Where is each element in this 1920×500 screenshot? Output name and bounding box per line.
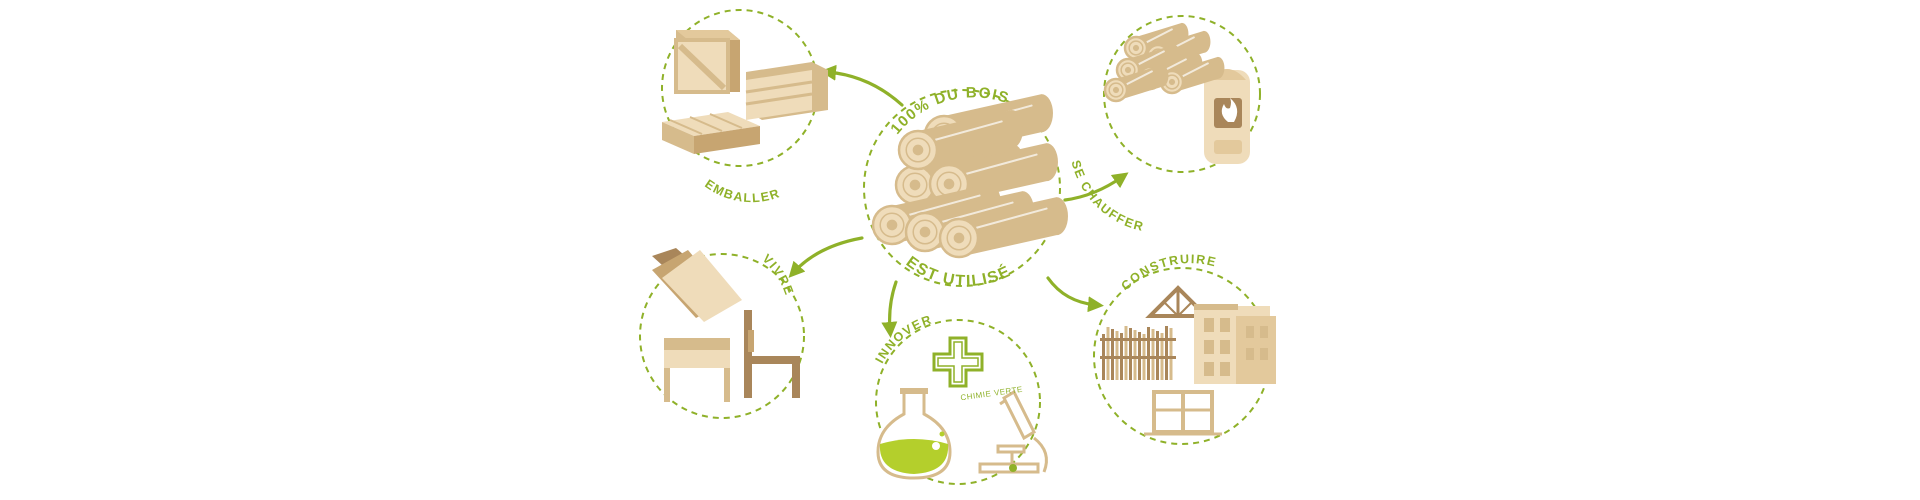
stacked-logs-icon	[871, 94, 1068, 259]
fence-rail	[1100, 338, 1176, 341]
ring-innover	[875, 319, 1041, 485]
fence-plank	[1169, 328, 1173, 380]
fence-plank	[1129, 328, 1132, 380]
fence-plank	[1106, 327, 1110, 380]
arrow-to-vivre	[788, 236, 864, 278]
fence-plank	[1151, 329, 1155, 380]
rings	[639, 9, 1271, 485]
building-timber-icon	[1100, 285, 1276, 436]
fence-plank	[1133, 330, 1137, 380]
ring-center	[863, 89, 1061, 287]
arrow-to-construire	[1046, 276, 1104, 313]
fence-plank	[1111, 329, 1114, 380]
log	[938, 197, 1068, 259]
fence-plank	[1147, 327, 1150, 380]
ring-vivre	[639, 253, 805, 419]
fence-plank	[1115, 331, 1119, 380]
center-bottom-label: EST UTILISÉ	[903, 254, 1014, 291]
log	[1159, 56, 1225, 95]
fence-plank	[1156, 331, 1159, 380]
label-vivre: VIVRE	[760, 252, 797, 298]
label-emballer: EMBALLER	[702, 177, 782, 205]
label-construire: CONSTRUIRE	[1118, 252, 1218, 293]
log	[1103, 64, 1169, 103]
firewood-stove-icon	[1103, 22, 1250, 164]
ring-chauffer	[1103, 15, 1261, 173]
fence-rail	[1100, 356, 1176, 359]
book-furniture-icon	[652, 248, 800, 402]
arrow-to-innover	[881, 280, 898, 338]
arrow-to-emballer	[820, 64, 904, 107]
lab-flask-microscope-icon	[876, 336, 1048, 480]
label-innover: INNOVER	[873, 312, 935, 365]
log	[897, 110, 1024, 171]
fence-plank	[1165, 326, 1168, 380]
arrow-to-chauffer	[1063, 172, 1129, 202]
crate-pallet-icon	[662, 30, 828, 154]
fence-plank	[1124, 326, 1128, 380]
arrows	[788, 64, 1129, 338]
